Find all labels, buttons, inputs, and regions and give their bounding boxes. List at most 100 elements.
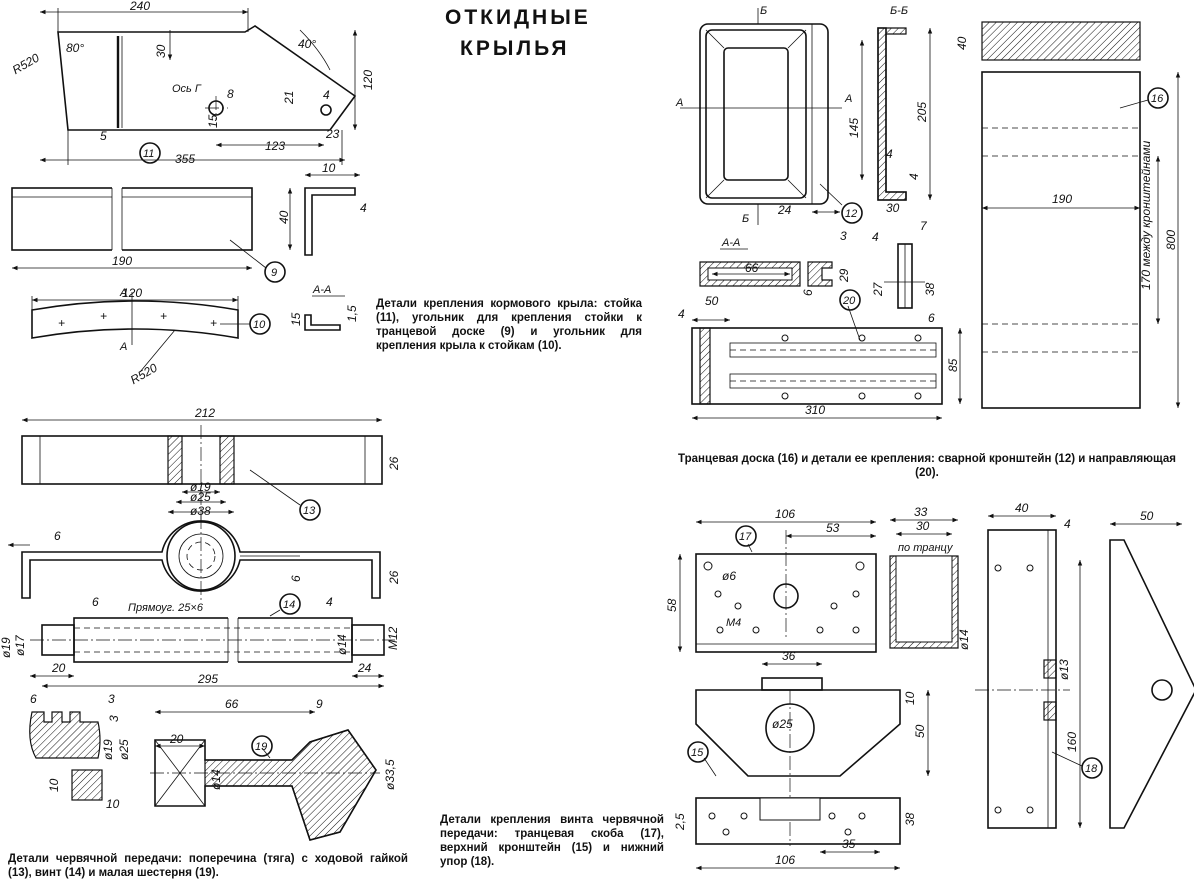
svg-text:+: + (100, 309, 107, 323)
part-12-bracket: А А Б Б 24 12 Б-Б 145 205 4 4 30 (675, 5, 933, 225)
part-label-19: 19 (255, 741, 267, 753)
part-label-15: 15 (691, 747, 704, 759)
dim-6-thread: 6 (30, 692, 37, 706)
dim-66-12: 66 (745, 261, 759, 275)
dim-r520-11: R520 (10, 50, 42, 77)
svg-text:+: + (58, 316, 65, 330)
part-17-clamp: 106 53 ø6 М4 58 17 33 30 по транцу ø14 (665, 505, 971, 653)
dim-phi25-15: ø25 (772, 717, 793, 731)
dim-53: 53 (826, 521, 840, 535)
dim-15-11: 15 (206, 114, 220, 128)
dim-145: 145 (847, 118, 861, 138)
part-label-16: 16 (1151, 93, 1164, 105)
part-20-guide: 50 4 6 85 310 20 (678, 289, 963, 421)
section-aa-12: А-А (721, 237, 740, 249)
dim-205: 205 (915, 102, 929, 123)
dim-4-12a: 4 (886, 147, 893, 161)
bracket-section-aa: А-А 66 3 29 6 4 7 27 38 (699, 219, 937, 309)
dim-190-16: 190 (1052, 192, 1072, 206)
dim-angle-40: 40° (298, 37, 316, 51)
dim-phi33-5: ø33,5 (383, 759, 397, 790)
m4-label: М4 (726, 617, 741, 629)
mark-b-bottom: Б (742, 213, 749, 225)
dim-40-9: 40 (277, 210, 291, 224)
part-label-20: 20 (842, 295, 856, 307)
dim-phi14-19: ø14 (209, 769, 223, 790)
dim-15-10: 15 (289, 312, 303, 326)
dim-123: 123 (265, 139, 285, 153)
mark-b-top: Б (760, 5, 767, 17)
svg-text:+: + (160, 309, 167, 323)
dim-6-20: 6 (928, 311, 935, 325)
title-line2: КРЫЛЬЯ (460, 37, 570, 60)
dim-50-15: 50 (913, 724, 927, 738)
dim-800: 800 (1164, 230, 1178, 250)
dim-phi19-thread: ø19 (101, 739, 115, 760)
dim-106-17: 106 (775, 507, 795, 521)
dim-10-9: 10 (322, 161, 336, 175)
dim-310: 310 (805, 403, 825, 417)
dim-phi6: ø6 (722, 569, 736, 583)
dim-24: 24 (357, 661, 372, 675)
dim-phi13: ø13 (1057, 659, 1071, 680)
dim-phi25-thread: ø25 (117, 739, 131, 760)
dim-23: 23 (325, 127, 340, 141)
caption-worm-gear: Детали червячной передачи: поперечина (т… (8, 853, 408, 879)
dim-10-sec: 10 (47, 778, 61, 792)
dim-3-thread: 3 (108, 692, 115, 706)
part-label-18: 18 (1085, 763, 1098, 775)
dim-50-20: 50 (705, 294, 719, 308)
part-label-12: 12 (845, 208, 857, 220)
dim-21: 21 (282, 91, 296, 105)
mark-a-right: А (844, 93, 852, 105)
section-bb: Б-Б (890, 5, 908, 17)
title-line1: ОТКИДНЫЕ (445, 6, 591, 29)
dim-3-12: 3 (840, 229, 847, 243)
part-label-11: 11 (143, 148, 154, 160)
dim-phi25-13: ø25 (190, 490, 211, 504)
dim-160: 160 (1065, 732, 1079, 752)
dim-phi19-14: ø19 (0, 637, 13, 658)
dim-4-14: 4 (326, 595, 333, 609)
part-label-14: 14 (283, 599, 295, 611)
dim-7: 7 (920, 219, 928, 233)
dim-9: 9 (316, 697, 323, 711)
dim-r520-10: R520 (128, 360, 160, 387)
dim-29: 29 (837, 268, 851, 283)
caption-transom: Транцевая доска (16) и детали ее креплен… (678, 453, 1176, 479)
section-aa-10: А-А (312, 284, 331, 296)
dim-1-5: 1,5 (345, 305, 359, 322)
dim-6-13b: 6 (289, 575, 303, 582)
axis-g-label: Ось Г (172, 83, 202, 95)
dim-2-5: 2,5 (673, 813, 687, 831)
mark-a-left: А (675, 97, 683, 109)
dim-6-14: 6 (92, 595, 99, 609)
part-18-stop: 40 4 ø13 160 50 18 (975, 501, 1194, 829)
dim-30-17: 30 (916, 519, 930, 533)
dim-27: 27 (871, 281, 885, 297)
dim-30-11: 30 (154, 44, 168, 58)
dim-20-14: 20 (51, 661, 66, 675)
dim-190-9: 190 (112, 254, 132, 268)
part-label-17: 17 (739, 531, 752, 543)
dim-58: 58 (665, 598, 679, 612)
dim-36: 36 (782, 649, 796, 663)
dim-5: 5 (100, 129, 107, 143)
part-16-transom: 40 190 170 между кронштейнами 800 16 (955, 21, 1181, 409)
part-14-screw: Прямоуг. 25×6 6 4 М12 ø19 ø17 ø14 20 24 … (0, 593, 400, 689)
part-10-angle: 120 + + + + А А R520 10 А-А 15 1,5 (31, 284, 359, 387)
dim-20-19: 20 (169, 732, 184, 746)
dim-26-13b: 26 (387, 570, 401, 585)
dim-4-9: 4 (360, 201, 367, 215)
caption-mounts: Детали крепления кормового крыла: стойка… (376, 298, 642, 352)
dim-10-15: 10 (903, 691, 917, 705)
dim-66: 66 (225, 697, 239, 711)
mark-a-top: А (119, 287, 127, 299)
dim-40-18: 40 (1015, 501, 1029, 515)
dim-240: 240 (129, 0, 150, 13)
dim-50-18: 50 (1140, 509, 1154, 523)
dim-phi17-14: ø17 (13, 634, 27, 656)
dim-40-16: 40 (955, 36, 969, 50)
thread-detail: 6 3 3 ø19 ø25 10 10 (29, 692, 131, 811)
